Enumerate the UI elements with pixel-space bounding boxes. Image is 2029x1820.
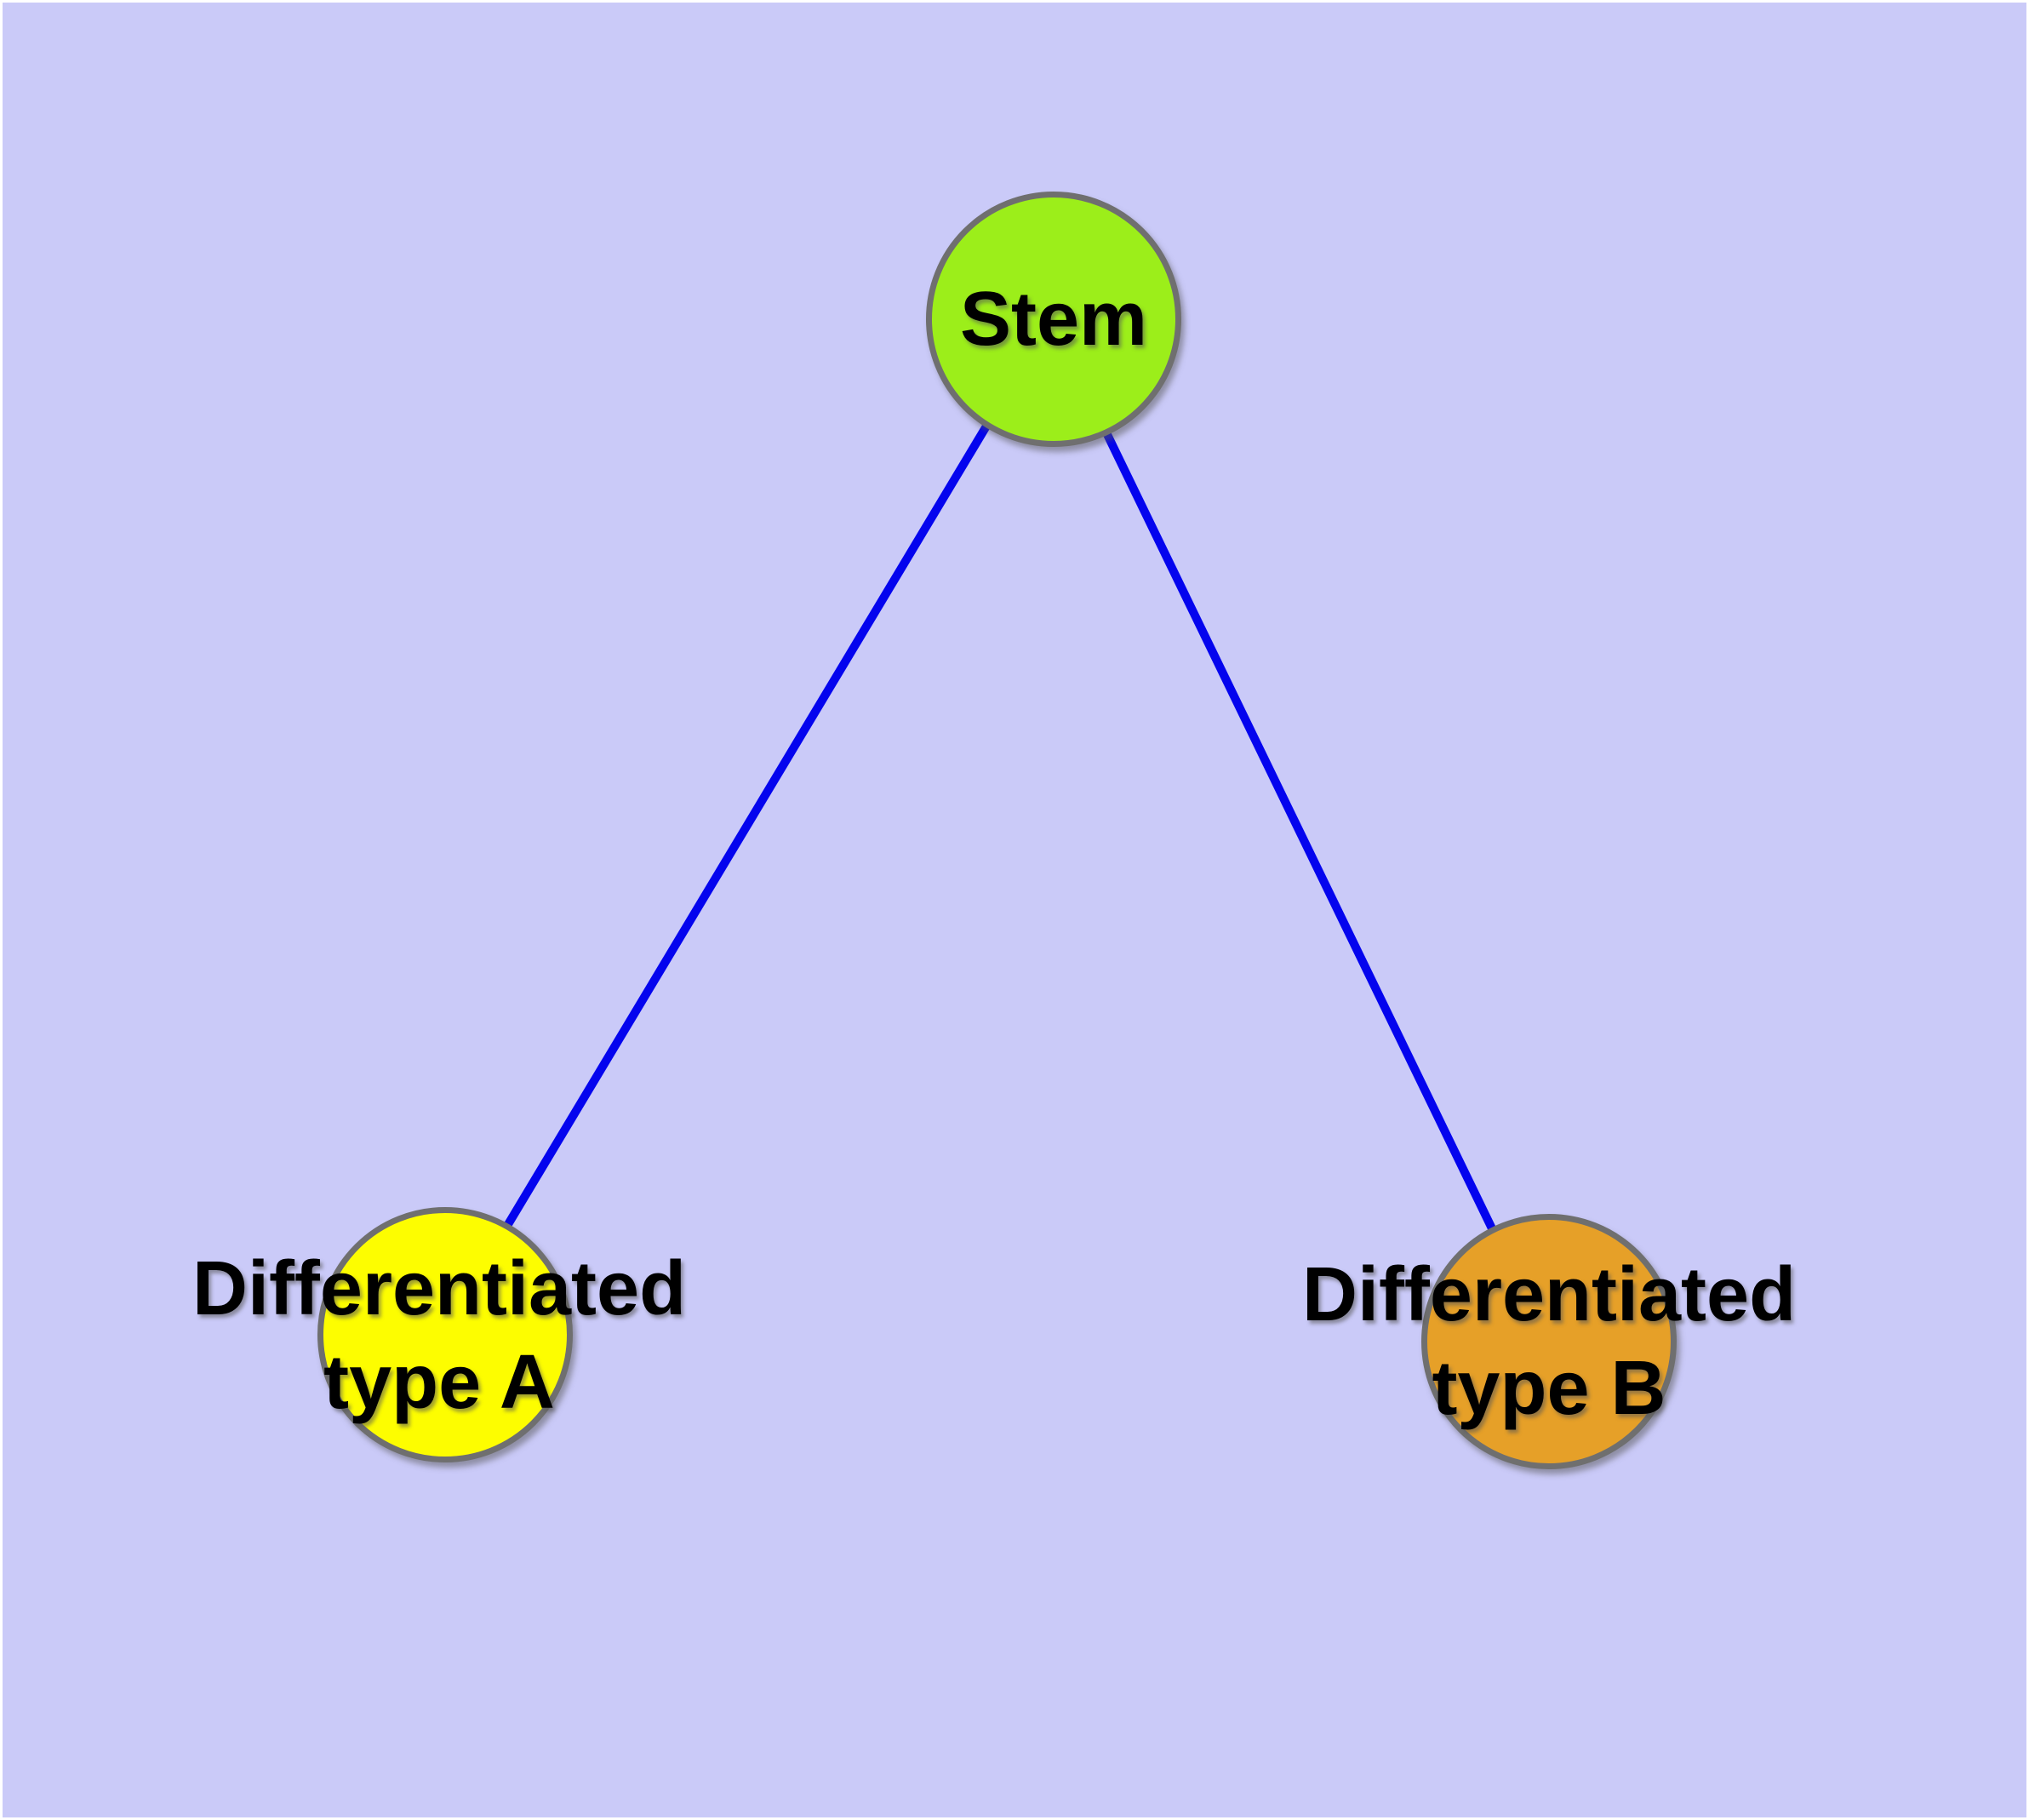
edges-layer [440,316,1549,1340]
diagram-background: Stem Differentiated type A Differentiate… [3,3,2026,1817]
node-differentiated-type-b-label: Differentiated type B [1302,1248,1796,1435]
node-stem [926,192,1181,447]
node-stem-label-line-1: Stem [959,277,1148,362]
edge-stem-to-type-a [440,316,1055,1334]
node-stem-label: Stem [960,272,1147,366]
node-differentiated-type-a-label: Differentiated type A [192,1242,686,1429]
node-type-b-label-line-1: Differentiated [1301,1252,1797,1337]
edge-stem-to-type-b [1047,316,1549,1340]
node-type-a-label-line-2: type A [323,1340,555,1425]
node-type-b-label-line-2: type B [1432,1346,1666,1431]
node-type-a-label-line-1: Differentiated [191,1246,687,1331]
node-differentiated-type-a [317,1207,573,1462]
node-differentiated-type-b [1421,1214,1677,1469]
